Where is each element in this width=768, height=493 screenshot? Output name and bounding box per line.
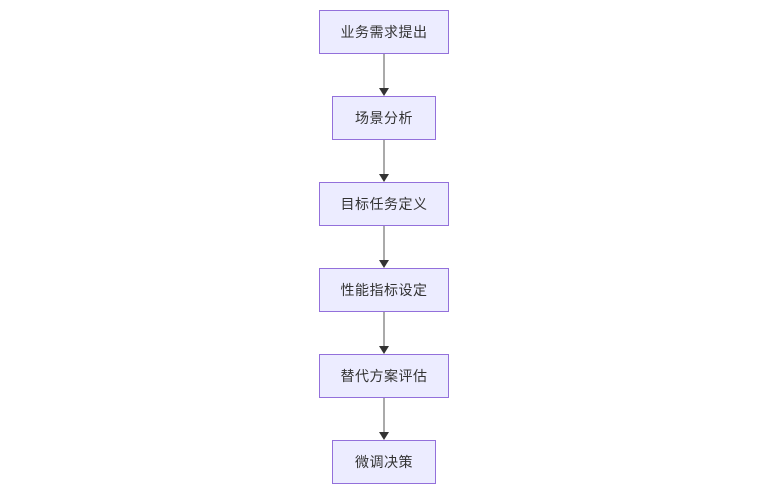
arrow-line bbox=[383, 140, 385, 176]
flow-node-label: 性能指标设定 bbox=[340, 282, 428, 298]
arrowhead-down-icon bbox=[379, 88, 389, 96]
flow-node-label: 微调决策 bbox=[355, 454, 413, 470]
arrowhead-down-icon bbox=[379, 346, 389, 354]
flow-arrow-1-2 bbox=[378, 54, 390, 96]
flow-node-performance-metric-setting: 性能指标设定 bbox=[319, 268, 449, 312]
arrow-line bbox=[383, 312, 385, 348]
arrowhead-down-icon bbox=[379, 260, 389, 268]
arrow-line bbox=[383, 226, 385, 262]
flow-node-alternative-evaluation: 替代方案评估 bbox=[319, 354, 449, 398]
flow-arrow-3-4 bbox=[378, 226, 390, 268]
flow-node-label: 替代方案评估 bbox=[340, 368, 428, 384]
arrow-line bbox=[383, 398, 385, 434]
flow-node-label: 场景分析 bbox=[355, 110, 413, 126]
flow-node-target-task-definition: 目标任务定义 bbox=[319, 182, 449, 226]
flow-arrow-2-3 bbox=[378, 140, 390, 182]
arrowhead-down-icon bbox=[379, 432, 389, 440]
flow-node-scenario-analysis: 场景分析 bbox=[332, 96, 436, 140]
flow-node-label: 业务需求提出 bbox=[340, 24, 428, 40]
flow-node-finetune-decision: 微调决策 bbox=[332, 440, 436, 484]
arrowhead-down-icon bbox=[379, 174, 389, 182]
flow-arrow-5-6 bbox=[378, 398, 390, 440]
arrow-line bbox=[383, 54, 385, 90]
flow-node-business-requirement: 业务需求提出 bbox=[319, 10, 449, 54]
flow-node-label: 目标任务定义 bbox=[340, 196, 428, 212]
flow-arrow-4-5 bbox=[378, 312, 390, 354]
